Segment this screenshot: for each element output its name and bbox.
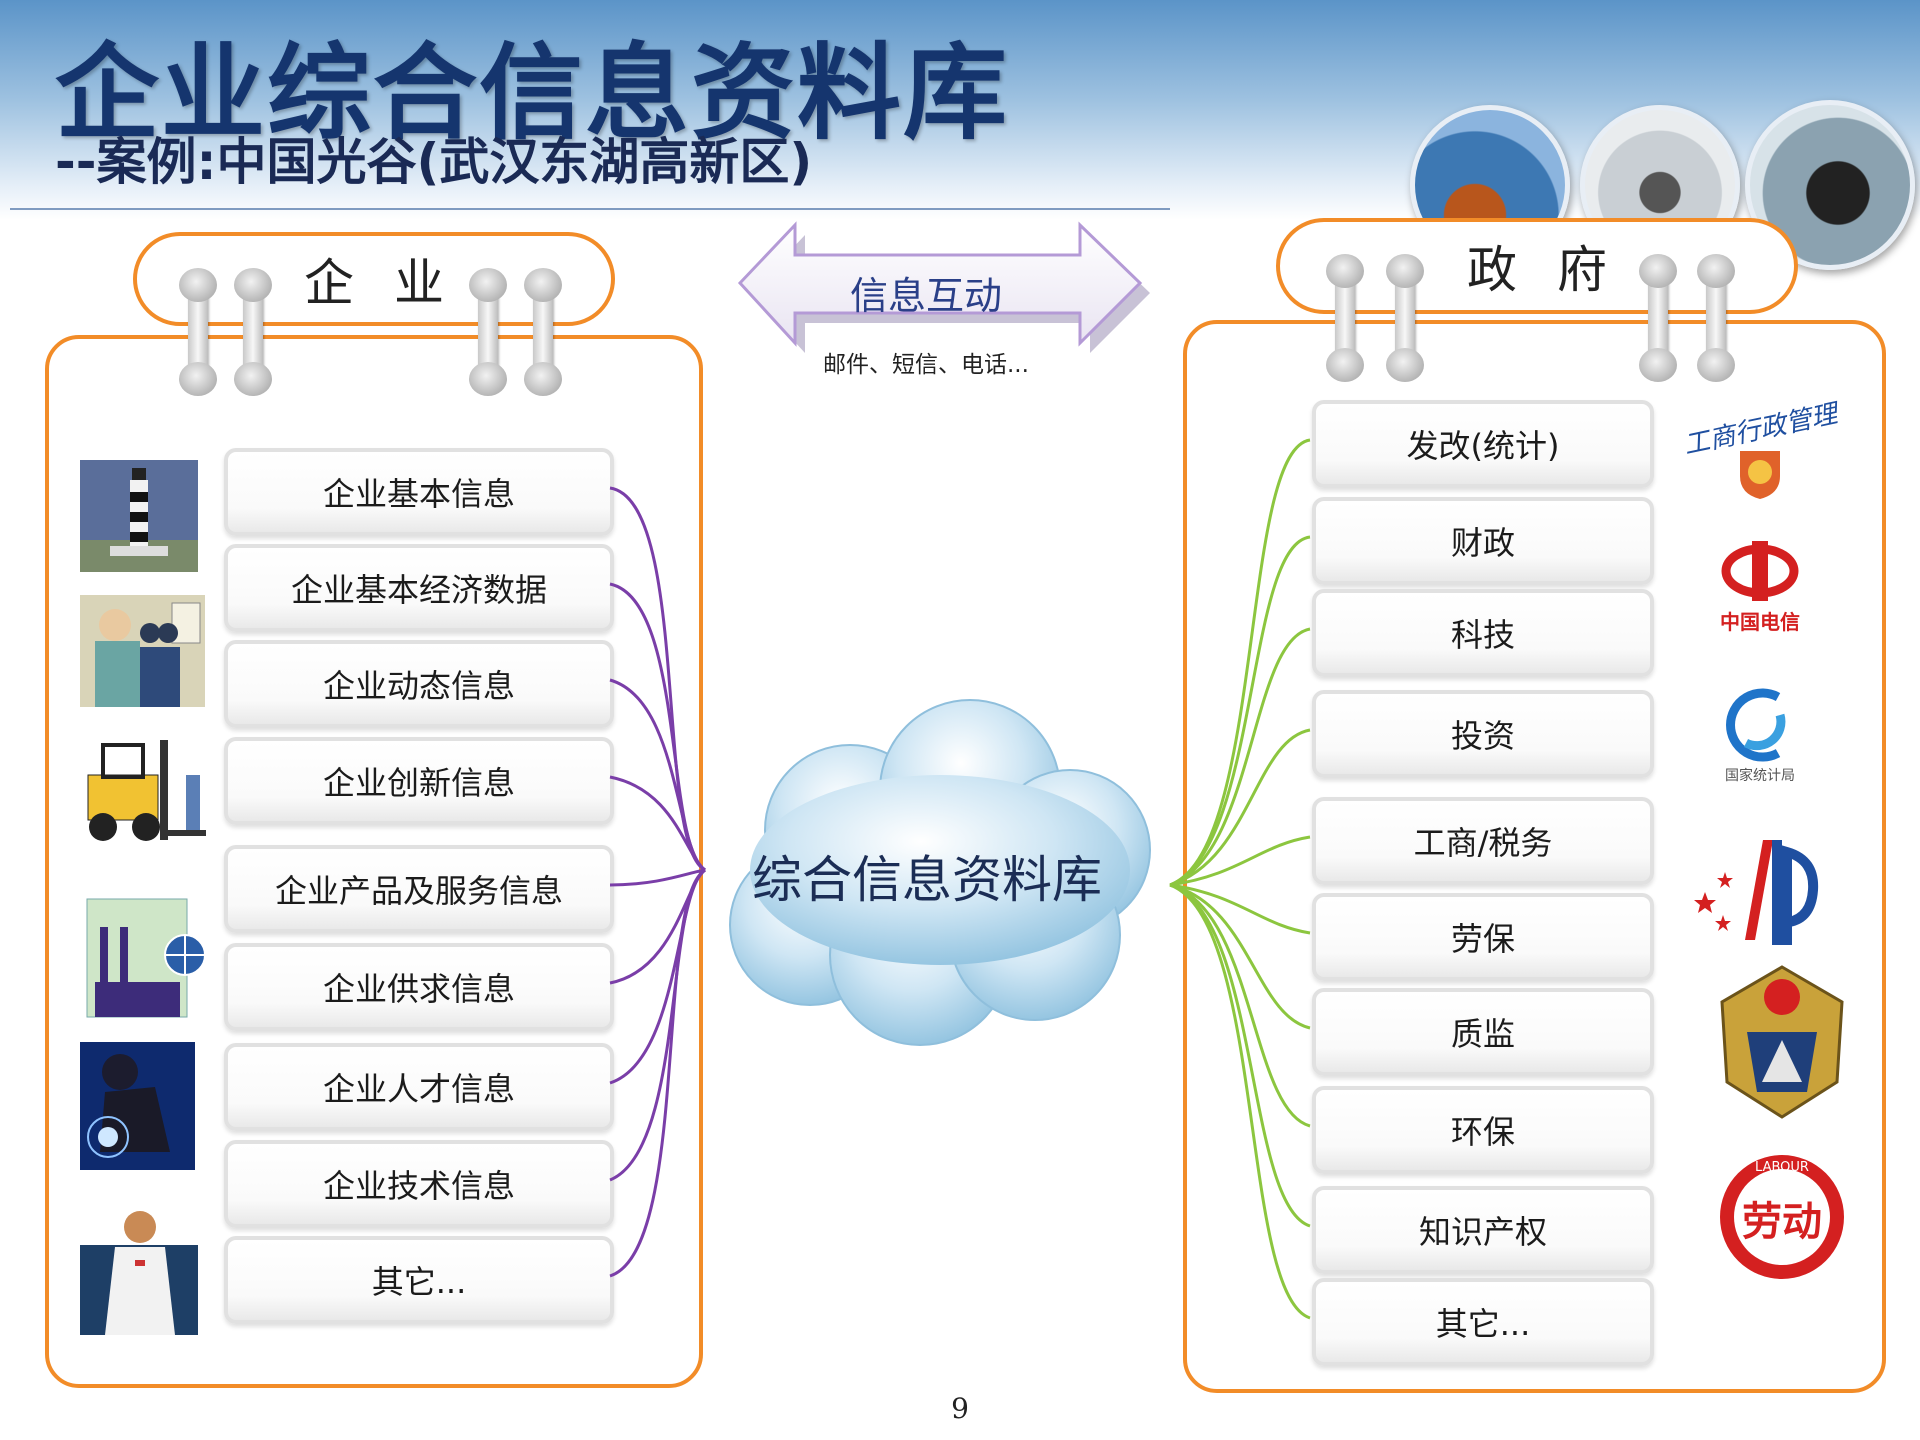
factory-globe-picture (85, 897, 210, 1022)
binder-ring-icon (234, 268, 272, 396)
binder-ring-icon (1697, 254, 1735, 382)
binder-ring-icon (1326, 254, 1364, 382)
page-subtitle: --案例:中国光谷(武汉东湖高新区) (55, 133, 813, 191)
labour-emblem: LABOUR 劳动 (1712, 1135, 1852, 1300)
statistics-text: 国家统计局 (1725, 767, 1795, 784)
enterprise-tab-label: 企 业 (304, 254, 456, 312)
government-item-technology: 科技 (1312, 589, 1654, 677)
government-item-investment: 投资 (1312, 690, 1654, 778)
double-arrow-icon (737, 221, 1150, 353)
binder-ring-icon (524, 268, 562, 396)
page-number: 9 (951, 1392, 969, 1425)
enterprise-item-basic-info: 企业基本信息 (224, 448, 614, 536)
enterprise-item-technology-info: 企业技术信息 (224, 1140, 614, 1228)
labour-text: 劳动 (1742, 1198, 1822, 1245)
binder-ring-icon (1639, 254, 1677, 382)
lighthouse-picture (80, 460, 198, 572)
enterprise-item-others: 其它... (224, 1236, 614, 1324)
title-divider (10, 208, 1170, 210)
enterprise-item-innovation-info: 企业创新信息 (224, 737, 614, 825)
government-item-intellectual-property: 知识产权 (1312, 1186, 1654, 1274)
china-telecom-logo: 中国电信 (1700, 530, 1820, 640)
exchange-subtitle: 邮件、短信、电话... (823, 352, 1029, 378)
government-item-development-statistics: 发改(统计) (1312, 400, 1654, 488)
enterprise-item-supply-demand: 企业供求信息 (224, 943, 614, 1031)
government-item-environment: 环保 (1312, 1086, 1654, 1174)
enterprise-connectors (609, 486, 707, 1278)
doctor-picture (80, 1205, 198, 1335)
government-tab-label: 政 府 (1467, 241, 1619, 299)
labour-gear-icon: LABOUR 劳动 (1720, 1155, 1844, 1279)
government-item-finance: 财政 (1312, 497, 1654, 585)
welder-picture (80, 1042, 195, 1170)
industry-commerce-logo: 工商行政管理 (1670, 395, 1850, 515)
binder-ring-icon (1386, 254, 1424, 382)
cloud-shape (729, 699, 1151, 1046)
statistics-emblem-icon (1725, 688, 1785, 761)
government-item-quality-supervision: 质监 (1312, 988, 1654, 1076)
quality-supervision-emblem (1712, 962, 1852, 1122)
shield-icon (1740, 451, 1780, 499)
labour-ring-text: LABOUR (1755, 1160, 1809, 1175)
binder-ring-icon (469, 268, 507, 396)
central-database-label: 综合信息资料库 (752, 851, 1102, 909)
telecom-emblem-icon (1721, 540, 1799, 601)
enterprise-item-products-services: 企业产品及服务信息 (224, 845, 614, 933)
telecom-text: 中国电信 (1720, 609, 1800, 634)
enterprise-item-economic-data: 企业基本经济数据 (224, 544, 614, 632)
statistics-bureau-logo: 国家统计局 (1700, 672, 1820, 797)
stars-emblem-icon (1694, 840, 1819, 945)
engineer-picture (80, 595, 205, 707)
page-title: 企业综合信息资料库 (55, 32, 1010, 154)
government-item-labour-insurance: 劳保 (1312, 893, 1654, 981)
forklift-picture (78, 735, 208, 860)
binder-ring-icon (179, 268, 217, 396)
government-item-others: 其它... (1312, 1278, 1654, 1366)
enterprise-item-dynamic-info: 企业动态信息 (224, 640, 614, 728)
government-connectors (1169, 438, 1311, 1320)
stars-emblem-logo (1685, 830, 1835, 950)
exchange-title: 信息互动 (850, 274, 1003, 318)
government-item-commerce-tax: 工商/税务 (1312, 797, 1654, 885)
enterprise-item-talent-info: 企业人才信息 (224, 1043, 614, 1131)
badge-emblem-icon (1720, 965, 1844, 1119)
